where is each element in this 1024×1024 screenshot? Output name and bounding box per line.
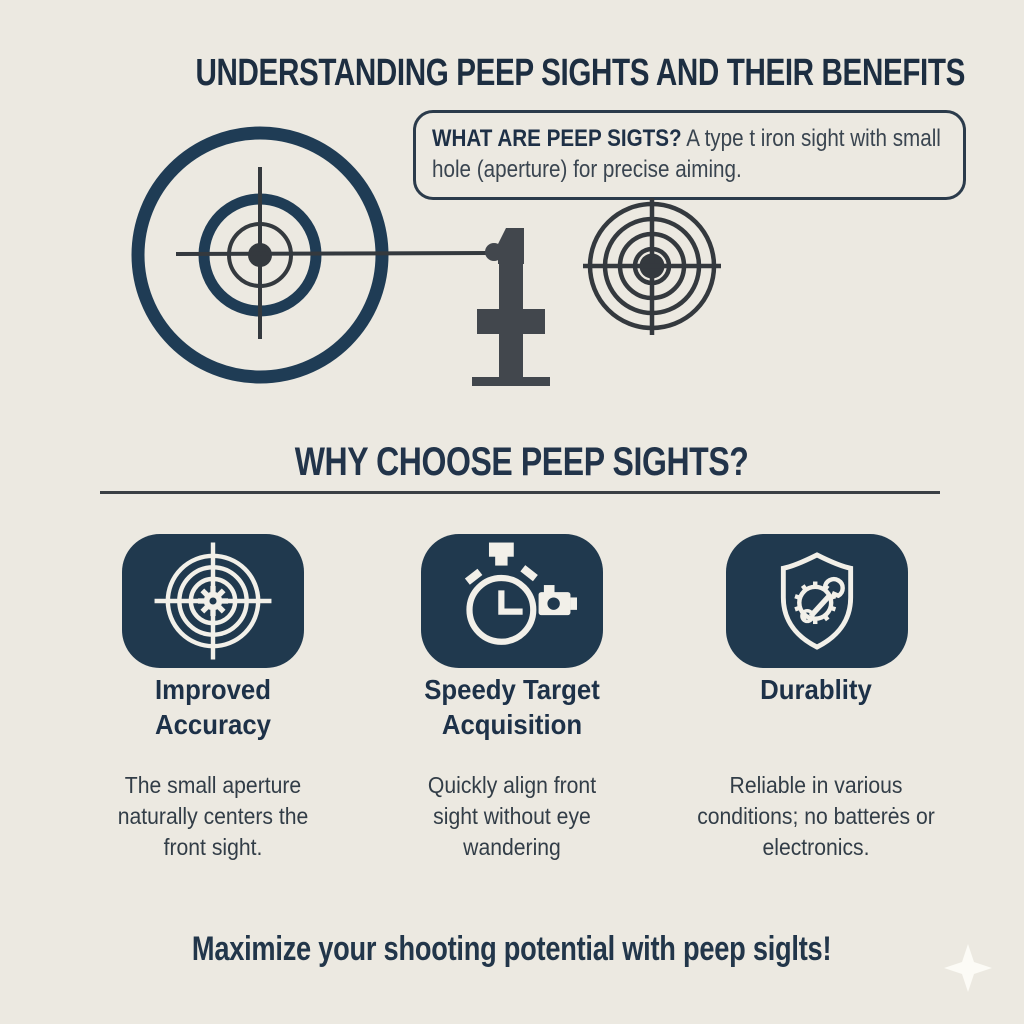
definition-body: A type t iron sight with small hole (ape…	[432, 125, 941, 184]
shield-gear-icon	[780, 552, 854, 650]
definition-text: WHAT ARE PEEP SIGTS? A type t iron sight…	[432, 123, 946, 185]
target-gear-icon	[154, 542, 272, 660]
front-post-sight-icon	[472, 228, 550, 386]
footer-tagline-text: Maximize your shooting potential with pe…	[192, 930, 832, 968]
benefit-card-speed	[421, 534, 603, 668]
page-title-text: UNDERSTANDING PEEP SIGHTS AND THEIR BENE…	[195, 52, 965, 94]
peep-sight-diagram	[131, 126, 721, 386]
sparkle-icon	[944, 944, 992, 992]
benefit-title: Speedy Target Acquisition	[424, 674, 600, 740]
sight-line	[175, 251, 490, 256]
section-divider	[100, 491, 940, 494]
page-title: UNDERSTANDING PEEP SIGHTS AND THEIR BENE…	[0, 52, 1024, 95]
definition-callout: WHAT ARE PEEP SIGTS? A type t iron sight…	[413, 110, 966, 200]
small-target-icon	[583, 198, 721, 335]
benefit-title: Durablity	[760, 674, 872, 705]
benefit-description: The small aperture naturally centers the…	[117, 772, 309, 861]
benefit-card-accuracy	[122, 534, 304, 668]
benefit-description: Reliable in various conditions; no batte…	[697, 772, 935, 861]
benefit-title: Improved Accuracy	[154, 674, 272, 740]
section-heading-text: WHY CHOOSE PEEP SIGHTS?	[295, 440, 749, 484]
footer-tagline: Maximize your shooting potential with pe…	[0, 930, 1024, 969]
benefit-description: Quickly align front sight without eye wa…	[427, 772, 597, 861]
stopwatch-icon	[464, 542, 577, 645]
section-heading: WHY CHOOSE PEEP SIGHTS?	[0, 440, 1024, 485]
definition-label: WHAT ARE PEEP SIGTS?	[432, 125, 682, 152]
benefit-card-durability	[726, 534, 908, 668]
